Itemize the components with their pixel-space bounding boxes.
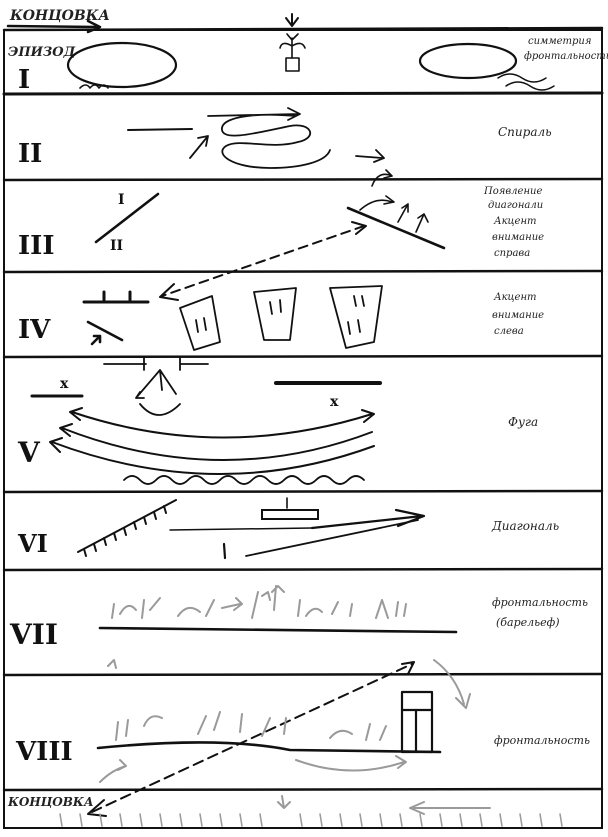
episode-2: II Спираль (18, 107, 552, 169)
long-arrow-bottom (245, 519, 419, 557)
spiral-figure (189, 107, 385, 169)
grey-figures (107, 585, 407, 669)
ending-top-arrow (6, 19, 102, 34)
episode-1: ЭПИЗОД I симметрия фронтальность (8, 13, 608, 95)
long-arrow-top (310, 508, 426, 530)
dashed-diagonal-arrow (91, 663, 413, 813)
bar-with-ticks (82, 290, 150, 304)
episode-6-numeral: VI (17, 529, 48, 558)
plant-figure (279, 33, 306, 72)
ground-line (96, 741, 442, 754)
episode-7-note: фронтальность (барельеф) (492, 596, 591, 629)
episode-8-note: фронтальность (494, 734, 590, 747)
base-line (98, 626, 458, 634)
episode-5-numeral: V (17, 436, 41, 469)
wave-marks (497, 73, 555, 91)
panel-group (179, 285, 383, 351)
episode-5-note: Фуга (508, 415, 538, 429)
ending-bottom: КОНЦОВКА (7, 795, 563, 827)
ending-bottom-label: КОНЦОВКА (7, 795, 94, 809)
episode-7-numeral: VII (9, 618, 58, 651)
right-cross: x (330, 394, 339, 410)
split-figure (103, 357, 209, 416)
bottom-grey-arrow (277, 795, 491, 815)
episode-1-note: симметрия фронтальность (524, 36, 608, 62)
episode-3-note: Появление диагонали Акцент внимание спра… (483, 186, 547, 259)
left-oval (66, 41, 178, 89)
right-oval (418, 42, 518, 80)
dashed-transition-arrow (161, 225, 365, 297)
short-diagonal (86, 320, 124, 346)
rising-arrows (359, 169, 429, 233)
hatched-diagonal (77, 499, 177, 557)
episode-7: VII фронтальность (барельеф) (9, 585, 591, 669)
episode-6-note: Диагональ (491, 519, 559, 533)
mark-one: I (118, 192, 125, 208)
episode-5: V x x Фуга (17, 357, 538, 485)
episode-word-label: ЭПИЗОД (8, 45, 76, 60)
wave-line (123, 475, 365, 485)
tower-figure (400, 690, 434, 754)
dash-line (127, 128, 193, 131)
section-dividers (2, 26, 604, 792)
dashed-arrow-head (159, 221, 367, 301)
ending-top-label: КОНЦОВКА (9, 8, 110, 24)
down-arrow-mark (285, 13, 299, 27)
horizontal-line (169, 527, 313, 531)
episode-4-numeral: IV (18, 315, 51, 345)
episode-2-note: Спираль (498, 125, 552, 139)
episode-2-numeral: II (18, 139, 42, 169)
mark-two: II (110, 238, 123, 254)
episode-4-note: Акцент внимание слева (492, 292, 547, 337)
fugue-curves (49, 407, 375, 476)
episode-8-numeral: VIII (15, 737, 73, 767)
episode-3: III I II Появление диагонали Акцент вним… (18, 169, 547, 261)
episode-8: VIII фронтальность (15, 659, 590, 817)
sheet-frame (3, 29, 603, 829)
diagonal-arrow-heads (87, 661, 415, 817)
right-diagonal (346, 206, 446, 250)
episode-4: IV Акцент внимание слева (18, 285, 547, 351)
small-zigzag-mark (79, 84, 109, 89)
left-diagonal (94, 192, 160, 244)
episode-6: VI Диагональ (17, 497, 559, 560)
small-box (261, 509, 319, 520)
left-cross: x (60, 376, 69, 392)
short-tick (222, 542, 227, 560)
grey-flow (99, 659, 471, 783)
episode-1-numeral: I (18, 65, 30, 95)
bottom-ticks (59, 813, 563, 827)
episode-3-numeral: III (18, 231, 55, 261)
